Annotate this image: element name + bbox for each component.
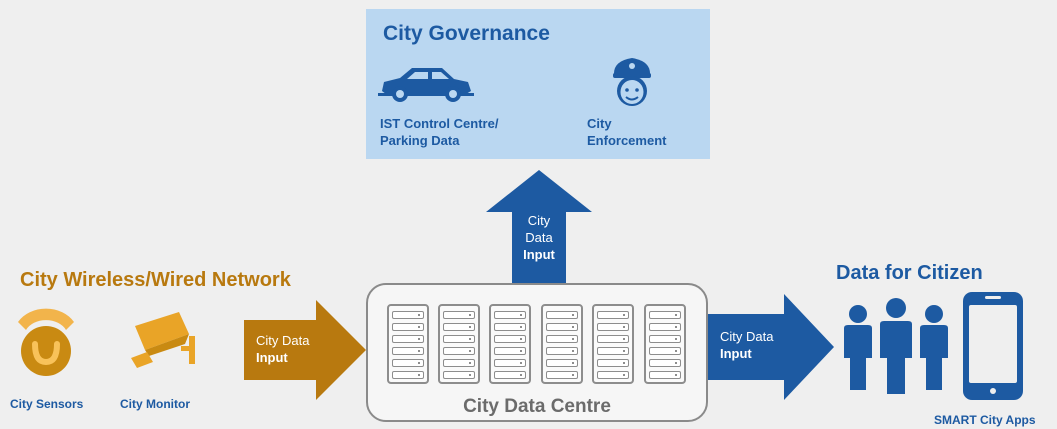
server-slot [392,323,424,331]
people-icon [844,298,948,394]
server-slot [443,371,475,379]
cctv-camera-icon [131,312,195,368]
server-slot [443,323,475,331]
server-slot [649,347,681,355]
car-icon [378,68,474,102]
sensor-icon [18,308,74,376]
server-rack-icon [387,304,429,384]
server-slot [392,311,424,319]
server-slot [597,347,629,355]
server-slot [392,335,424,343]
server-slot [443,347,475,355]
parking-data-label: IST Control Centre/ Parking Data [380,116,499,148]
right-arrow-line2: Input [720,346,752,361]
server-slot [546,371,578,379]
city-enforcement-label: City Enforcement [587,116,667,148]
server-slot [494,323,526,331]
server-slot [546,335,578,343]
up-arrow-text: City Data Input [512,212,566,263]
server-slot [649,323,681,331]
server-slot [649,311,681,319]
server-slot [597,311,629,319]
server-slot [546,347,578,355]
server-slot [546,311,578,319]
police-officer-icon [613,58,651,106]
server-slot [649,371,681,379]
governance-title: City Governance [383,22,550,45]
left-arrow-text: City Data Input [256,332,309,366]
left-arrow-line2: Input [256,350,288,365]
server-slot [443,359,475,367]
server-rack-icon [489,304,531,384]
server-slot [443,335,475,343]
server-slot [494,347,526,355]
server-slot [649,335,681,343]
server-slot [494,311,526,319]
city-monitor-label: City Monitor [120,397,190,411]
server-slot [392,347,424,355]
up-arrow-line3: Input [523,247,555,262]
city-sensors-label: City Sensors [10,397,84,411]
server-rack-icon [592,304,634,384]
server-slot [546,359,578,367]
server-slot [392,371,424,379]
input-arrow-left [244,300,366,400]
server-slot [494,371,526,379]
server-slot [546,323,578,331]
right-arrow-line1: City Data [720,329,774,344]
server-slot [392,359,424,367]
server-slot [494,335,526,343]
up-arrow-line2: Data [525,230,553,245]
server-rack-icon [644,304,686,384]
citizen-title: Data for Citizen [836,262,983,284]
server-slot [597,359,629,367]
server-slot [597,371,629,379]
server-slot [597,323,629,331]
smartphone-icon [963,292,1023,400]
up-arrow-line1: City [527,213,551,228]
right-arrow-text: City Data Input [720,328,773,362]
server-slot [443,311,475,319]
server-slot [649,359,681,367]
server-slot [494,359,526,367]
left-arrow-line1: City Data [256,333,310,348]
smart-city-apps-label: SMART City Apps [934,413,1036,427]
server-rack-icon [541,304,583,384]
input-arrow-right [708,294,834,400]
server-rack-icon [438,304,480,384]
data-centre-label: City Data Centre [463,396,611,417]
network-title: City Wireless/Wired Network [20,269,291,291]
server-slot [597,335,629,343]
up-arrow [486,170,592,290]
